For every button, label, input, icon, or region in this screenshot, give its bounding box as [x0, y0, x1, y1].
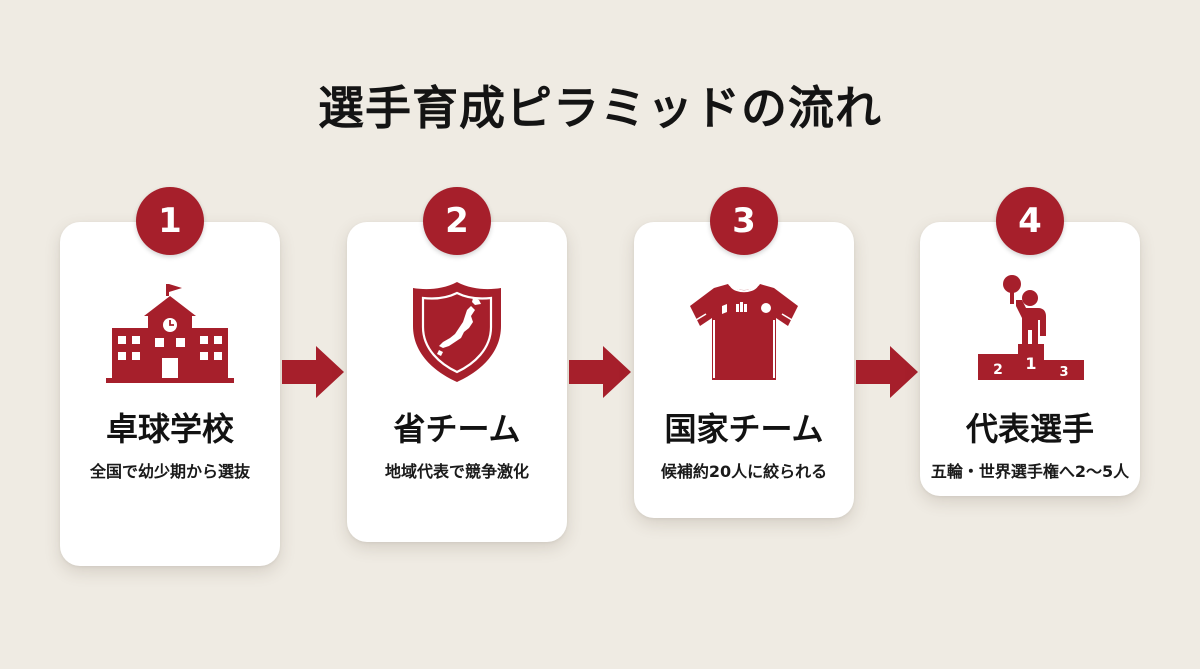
- step-title-4: 代表選手: [965, 410, 1094, 448]
- podium-icon: 1 2 3: [960, 272, 1100, 382]
- page-title: 選手育成ピラミッドの流れ: [318, 81, 882, 135]
- step-description-3: 候補約20人に絞られる: [660, 462, 828, 481]
- step-description-1: 全国で幼少期から選抜: [89, 462, 250, 481]
- jersey-icon: [674, 276, 814, 386]
- arrow-right-icon: [856, 342, 920, 402]
- podium-label-3: 3: [1059, 365, 1068, 380]
- step-title-1: 卓球学校: [105, 410, 234, 448]
- step-badge-1: 1: [136, 187, 204, 255]
- step-card-1: [60, 222, 280, 566]
- podium-label-1: 1: [1025, 354, 1036, 373]
- step-badge-3: 3: [710, 187, 778, 255]
- arrow-right-icon: [569, 342, 633, 402]
- step-badge-2: 2: [423, 187, 491, 255]
- step-description-2: 地域代表で競争激化: [384, 462, 529, 481]
- podium-label-2: 2: [993, 362, 1003, 378]
- school-building-icon: [100, 278, 240, 388]
- step-title-2: 省チーム: [393, 410, 521, 448]
- step-description-4: 五輪・世界選手権へ2〜5人: [930, 462, 1130, 481]
- step-title-3: 国家チーム: [664, 410, 824, 448]
- step-badge-4: 4: [996, 187, 1064, 255]
- arrow-right-icon: [282, 342, 346, 402]
- shield-map-icon: [387, 276, 527, 386]
